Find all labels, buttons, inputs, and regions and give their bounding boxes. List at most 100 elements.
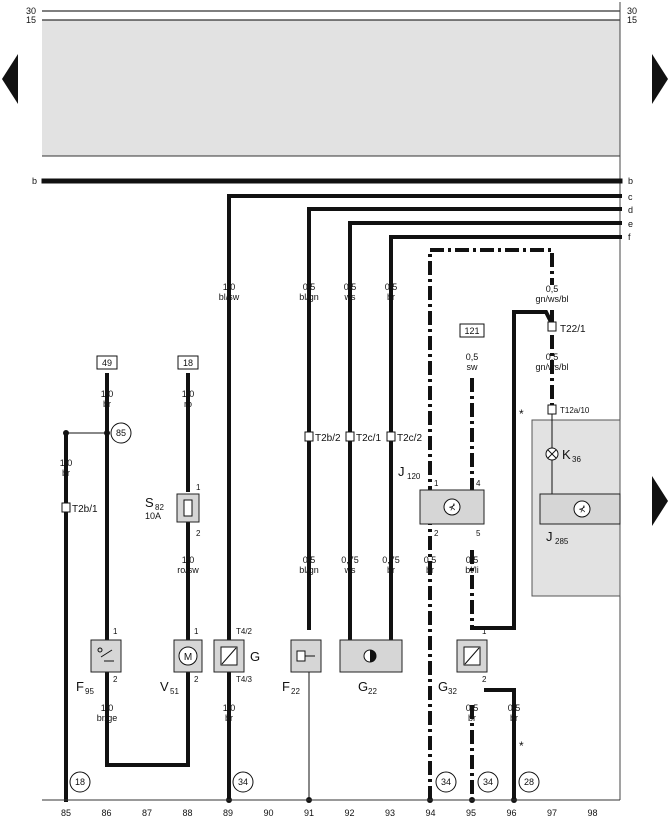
wire-97-color: gn/ws/bl [535,294,568,304]
wire-92-color: ws [344,292,356,302]
wire-97-size: 0,5 [546,284,559,294]
svg-text:T2c/2: T2c/2 [397,433,422,444]
pin-f95-2: 2 [113,675,118,684]
track-number: 86 [101,808,111,818]
wire-88-mid-size: 1,0 [182,555,195,565]
track-number: 90 [263,808,273,818]
pin-v51-1: 1 [194,627,199,636]
wire-89-color: bl/sw [219,292,240,302]
track-number: 89 [223,808,233,818]
bus-b-left-label: b [32,176,37,186]
wire-97-mid-color: gn/ws/bl [535,362,568,372]
sender-g32-sub: 32 [448,687,457,696]
pin-j120-2: 2 [434,529,439,538]
module-j120[interactable]: ⊀ [419,489,485,525]
track-number: 91 [304,808,314,818]
ref-circle-28[interactable]: 28 [518,771,540,793]
ref-circle-34-b[interactable]: 34 [435,771,457,793]
svg-text:⊀: ⊀ [578,504,586,514]
svg-text:49: 49 [102,358,112,368]
svg-text:34: 34 [483,777,493,787]
wire-95-bot-size: 0,5 [466,703,479,713]
fuse-s82-sub: 82 [155,503,164,512]
switch-f95[interactable] [90,639,122,673]
track-number: 94 [425,808,435,818]
connector-t43-label: T4/3 [236,675,253,684]
wire-94-97-dashdot [428,248,554,800]
track-number: 87 [142,808,152,818]
wire-95-size: 0,5 [466,352,479,362]
track-number: 85 [61,808,71,818]
svg-text:18: 18 [183,358,193,368]
svg-text:T22/1: T22/1 [560,324,586,335]
wire-89-bot-size: 1,0 [223,703,236,713]
switch-f22-label: F [282,679,290,694]
pin-j120-5: 5 [476,529,481,538]
continue-right-arrow-icon[interactable] [652,476,668,526]
switch-f22[interactable] [290,639,322,673]
ref-circle-34-c[interactable]: 34 [477,771,499,793]
module-j120-sub: 120 [407,472,421,481]
wire-91-mid-color: bl/gn [299,565,319,575]
j285-sub: 285 [555,537,569,546]
connector-t2c1: T2c/1 [345,431,381,444]
sender-g-label: G [250,649,260,664]
pin-j120-4: 4 [476,479,481,488]
motor-v51[interactable]: M [173,639,203,673]
wire-89 [227,194,622,802]
previous-page-arrow-icon[interactable] [2,54,18,104]
motor-v51-sub: 51 [170,687,179,696]
ref-circle-85[interactable]: 85 [110,422,132,444]
rail-15-right-label: 15 [627,15,637,25]
svg-text:85: 85 [116,428,126,438]
ref-circle-18[interactable]: 18 [69,771,91,793]
wire-96 [484,688,516,802]
next-page-arrow-icon[interactable] [652,54,668,104]
sender-g22-label: G [358,679,368,694]
svg-text:34: 34 [238,777,248,787]
bus-b-right-label: b [628,176,633,186]
connector-t2b2: T2b/2 [304,431,341,444]
asterisk-marker-96: * [519,739,524,753]
wire-93 [389,235,622,642]
source-box-18[interactable]: 18 [177,355,199,370]
switch-f22-sub: 22 [291,687,300,696]
wire-85-size: 1,0 [60,458,73,468]
switch-f95-sub: 95 [85,687,94,696]
bus-f-right-label: f [628,232,631,242]
k36-sub: 36 [572,455,581,464]
wire-85-color: br [62,468,70,478]
connector-t221: T22/1 [547,321,586,335]
pin-s82-1: 1 [196,483,201,492]
source-box-49[interactable]: 49 [96,355,118,370]
asterisk-marker-97: * [519,407,524,421]
j285-module[interactable]: ⊀ [539,493,621,525]
wire-93-mid-size: 0,75 [382,555,400,565]
connector-t2b1: T2b/1 [61,502,98,515]
wire-86-size: 1,0 [101,389,114,399]
sender-g22[interactable] [339,639,403,673]
wire-97-mid-size: 0,5 [546,352,559,362]
sender-g22-sub: 22 [368,687,377,696]
switch-f95-label: F [76,679,84,694]
wire-g32-to-t22 [474,310,555,630]
sender-g[interactable] [213,639,245,673]
source-box-121[interactable]: 121 [459,323,485,338]
fuse-s82[interactable] [176,493,200,523]
wire-88-size: 1,0 [182,389,195,399]
svg-text:18: 18 [75,777,85,787]
ref-circle-34-a[interactable]: 34 [232,771,254,793]
pin-j120-1: 1 [434,479,439,488]
rail-15-left-label: 15 [26,15,36,25]
svg-text:T2b/2: T2b/2 [315,433,341,444]
wire-89-size: 1,0 [223,282,236,292]
sender-g32[interactable] [456,639,488,673]
wire-91-size: 0,5 [303,282,316,292]
wire-93-mid-color: br [387,565,395,575]
wire-96-bot-color: br [510,713,518,723]
wire-95-mid-color: bl/li [465,565,479,575]
bus-c-right-label: c [628,192,633,202]
bus-d-right-label: d [628,205,633,215]
track-number: 93 [385,808,395,818]
